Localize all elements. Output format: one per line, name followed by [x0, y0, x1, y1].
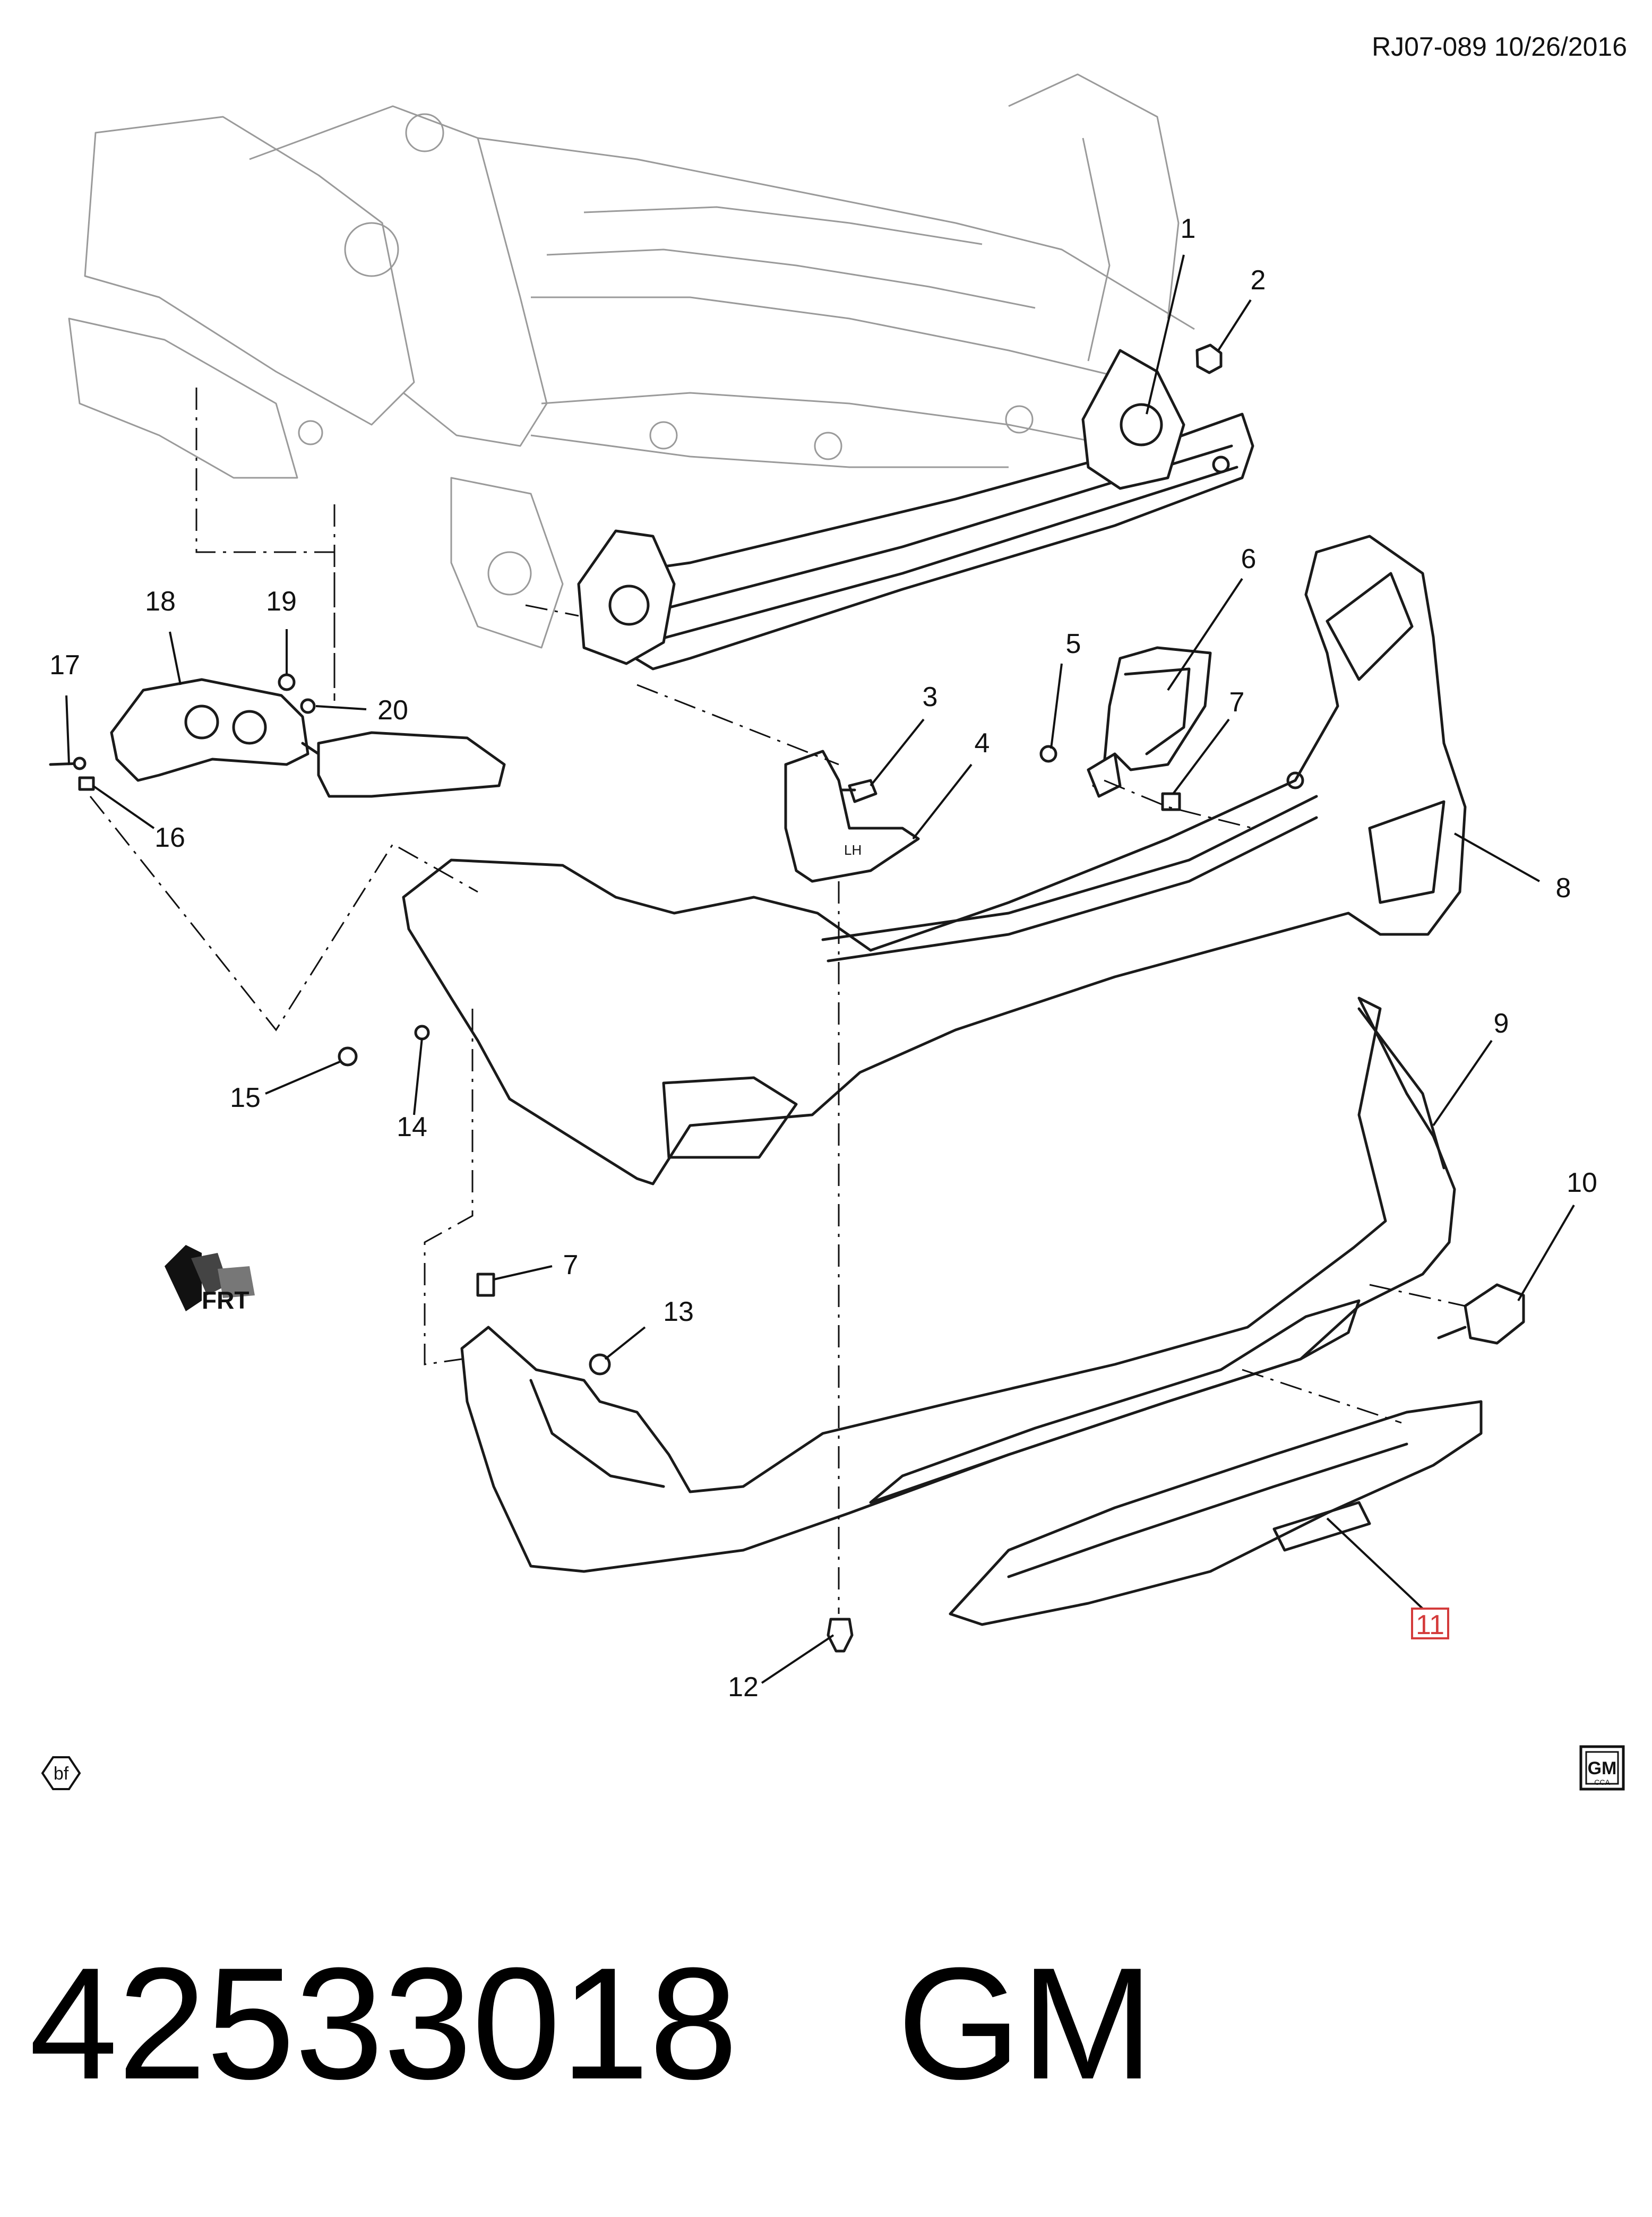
svg-text:LH: LH — [844, 842, 862, 858]
callout-7-lower: 7 — [563, 1250, 579, 1281]
callout-16: 16 — [154, 822, 185, 853]
callout-10: 10 — [1567, 1167, 1597, 1198]
callout-15: 15 — [230, 1082, 261, 1113]
nut-16 — [78, 776, 95, 791]
impact-bar — [577, 349, 1254, 671]
assembly-lines — [89, 388, 1466, 1614]
leader-lines — [65, 254, 1575, 1684]
clip-7-lower — [476, 1273, 495, 1297]
bf-symbol: bf — [41, 1756, 81, 1790]
callout-6: 6 — [1241, 544, 1257, 574]
front-arrow-icon: FRT — [165, 1245, 255, 1314]
fastener-20 — [300, 698, 316, 714]
skid-plate-11 — [949, 1400, 1483, 1626]
part-number: 42533018 — [29, 1934, 738, 2112]
callout-18: 18 — [145, 586, 176, 617]
diagram-reference: RJ07-089 10/26/2016 — [1372, 32, 1627, 62]
callout-17: 17 — [49, 650, 80, 681]
callout-11: 11 — [1416, 1610, 1444, 1640]
svg-text:bf: bf — [54, 1764, 69, 1784]
callout-2: 2 — [1251, 265, 1266, 296]
callout-14: 14 — [397, 1112, 427, 1142]
vehicle-body-structure — [68, 73, 1195, 649]
callout-13: 13 — [663, 1296, 694, 1327]
bumper-fascia — [402, 535, 1467, 1185]
deflector-6 — [1087, 646, 1212, 798]
lower-fascia — [460, 996, 1456, 1573]
fastener-19 — [278, 673, 296, 691]
svg-text:CCA: CCA — [1594, 1778, 1610, 1786]
bolt-17 — [49, 757, 87, 770]
callout-11-highlight — [1411, 1608, 1449, 1639]
screw-5 — [1039, 745, 1057, 763]
callout-3: 3 — [923, 682, 938, 712]
front-indicator-text: FRT — [202, 1286, 249, 1314]
nut-13 — [589, 1353, 611, 1376]
callout-labels: 1 2 3 4 5 6 7 7 8 9 10 11 12 13 14 15 16… — [49, 213, 1597, 1703]
callout-1: 1 — [1181, 213, 1196, 244]
push-pin-15 — [338, 1046, 358, 1067]
callout-4: 4 — [975, 728, 990, 759]
callout-8: 8 — [1556, 873, 1571, 904]
side-bracket-18 — [110, 678, 506, 798]
svg-text:GM: GM — [1588, 1758, 1617, 1778]
push-pin-12 — [827, 1618, 854, 1653]
callout-12: 12 — [728, 1672, 759, 1703]
callout-19: 19 — [266, 586, 297, 617]
cap-10 — [1437, 1283, 1525, 1345]
callout-5: 5 — [1066, 629, 1081, 659]
bracket-4: LH — [784, 750, 920, 883]
callout-20: 20 — [377, 695, 408, 726]
callout-7-upper: 7 — [1229, 687, 1245, 718]
nut-2 — [1195, 343, 1223, 374]
bolt-3 — [834, 779, 877, 803]
gm-logo: GM CCA — [1579, 1745, 1625, 1791]
screw-14 — [414, 1025, 430, 1041]
callout-9: 9 — [1494, 1008, 1509, 1039]
part-brand: GM — [897, 1934, 1154, 2112]
